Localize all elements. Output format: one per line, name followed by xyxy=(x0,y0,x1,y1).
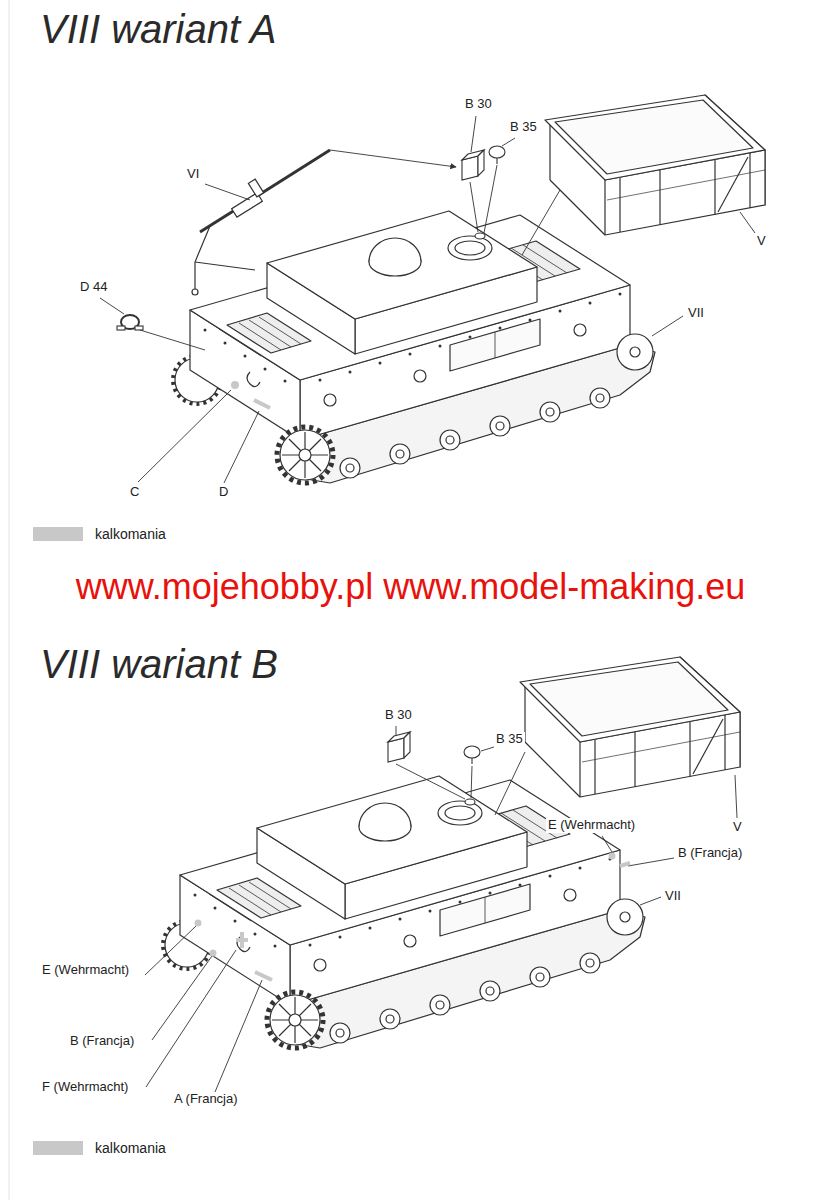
leader-lines xyxy=(145,726,737,1092)
panel-heading: VIII wariant A xyxy=(40,6,276,52)
callout-label: VII xyxy=(663,889,683,904)
leader-lines xyxy=(100,116,755,483)
callout-label: D xyxy=(217,485,230,500)
legend-entry: kalkomania xyxy=(33,526,166,542)
callout-label: F (Wehrmacht) xyxy=(40,1080,130,1095)
callout-label: A (Francja) xyxy=(172,1092,240,1107)
watermark: www.mojehobby.pl www.model-making.eu xyxy=(0,566,821,607)
callout-label: E (Wehrmacht) xyxy=(40,963,131,978)
callout-label: V xyxy=(731,820,744,835)
legend-text: kalkomania xyxy=(95,1140,166,1156)
callout-label: B 35 xyxy=(508,120,539,135)
callout-label: E (Wehrmacht) xyxy=(546,818,637,833)
legend-text: kalkomania xyxy=(95,526,166,542)
callout-label: B 30 xyxy=(383,708,414,723)
decal-marks xyxy=(231,381,270,408)
decal-marks xyxy=(195,853,631,981)
fold-line xyxy=(9,0,10,1200)
panel-heading: VIII wariant B xyxy=(40,641,278,687)
callout-label: B 35 xyxy=(494,732,525,747)
crate-drawing xyxy=(545,95,765,235)
callout-label: B (Francja) xyxy=(68,1034,136,1049)
vehicle-drawing xyxy=(173,211,655,483)
callout-label: C xyxy=(128,485,141,500)
callout-label: B (Francja) xyxy=(676,846,744,861)
legend-entry: kalkomania xyxy=(33,1140,166,1156)
crate-drawing xyxy=(520,657,740,797)
machine-gun-drawing xyxy=(192,150,330,295)
legend-swatch xyxy=(33,527,83,541)
vehicle-drawing xyxy=(163,776,645,1048)
small-parts xyxy=(117,146,505,330)
callout-label: D 44 xyxy=(78,280,109,295)
small-parts xyxy=(388,732,480,805)
callout-label: B 30 xyxy=(463,97,494,112)
callout-label: VII xyxy=(686,306,706,321)
callout-label: V xyxy=(755,234,768,249)
callout-label: VI xyxy=(185,167,201,182)
legend-swatch xyxy=(33,1141,83,1155)
